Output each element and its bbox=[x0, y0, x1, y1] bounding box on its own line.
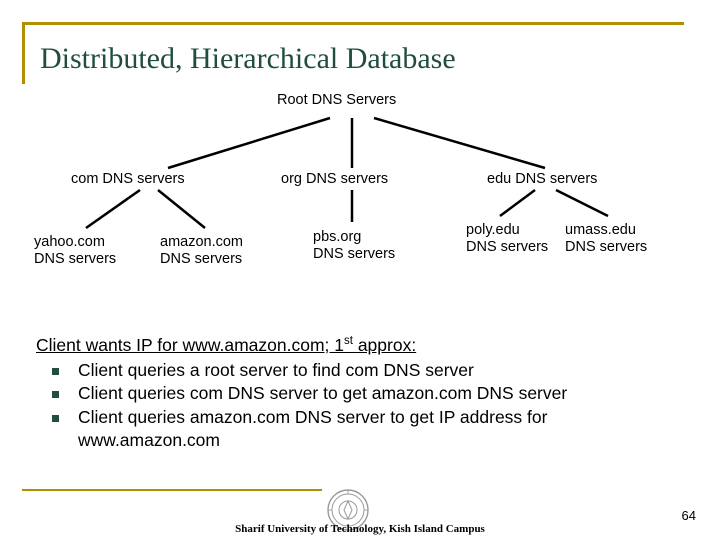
node-amazon-line2: DNS servers bbox=[160, 251, 243, 268]
list-item: Client queries amazon.com DNS server to … bbox=[36, 406, 686, 453]
node-umass-dns-servers: umass.edu DNS servers bbox=[565, 222, 647, 256]
list-item: Client queries com DNS server to get ama… bbox=[36, 382, 686, 405]
node-amazon-line1: amazon.com bbox=[160, 234, 244, 250]
lead-sentence: Client wants IP for www.amazon.com; 1st … bbox=[36, 334, 686, 357]
list-item: Client queries a root server to find com… bbox=[36, 359, 686, 382]
decorative-bottom-rule bbox=[22, 489, 322, 491]
node-poly-line2: DNS servers bbox=[466, 239, 549, 256]
node-umass-line1: umass.edu bbox=[565, 222, 636, 238]
node-pbs-line2: DNS servers bbox=[313, 246, 396, 263]
footer-text: Sharif University of Technology, Kish Is… bbox=[235, 523, 485, 535]
body-content: Client wants IP for www.amazon.com; 1st … bbox=[36, 334, 686, 452]
lead-text-part2: approx: bbox=[352, 335, 417, 355]
node-amazon-dns-servers: amazon.com DNS servers bbox=[160, 234, 243, 268]
lead-text-part1: Client wants IP for www.amazon.com; 1 bbox=[36, 335, 344, 355]
university-seal-icon bbox=[327, 489, 369, 531]
dns-hierarchy-diagram bbox=[85, 116, 609, 230]
node-yahoo-line2: DNS servers bbox=[34, 251, 117, 268]
node-poly-dns-servers: poly.edu DNS servers bbox=[466, 222, 548, 256]
decorative-top-rule bbox=[22, 22, 684, 25]
node-yahoo-dns-servers: yahoo.com DNS servers bbox=[34, 234, 116, 268]
bullet-list: Client queries a root server to find com… bbox=[36, 359, 686, 452]
node-edu-dns-servers: edu DNS servers bbox=[487, 171, 598, 187]
list-item-label: Client queries a root server to find com… bbox=[78, 360, 474, 381]
node-yahoo-line1: yahoo.com bbox=[34, 234, 105, 250]
page-title: Distributed, Hierarchical Database bbox=[40, 42, 456, 75]
page-number: 64 bbox=[681, 508, 696, 523]
node-com-dns-servers: com DNS servers bbox=[71, 171, 185, 187]
decorative-left-rule bbox=[22, 22, 25, 84]
bullet-marker-icon bbox=[52, 414, 59, 422]
node-umass-line2: DNS servers bbox=[565, 239, 648, 256]
bullet-marker-icon bbox=[52, 368, 59, 376]
list-item-label: Client queries amazon.com DNS server to … bbox=[78, 406, 548, 450]
list-item-label: Client queries com DNS server to get ama… bbox=[78, 383, 568, 404]
node-pbs-line1: pbs.org bbox=[313, 229, 362, 245]
node-root-dns-servers: Root DNS Servers bbox=[277, 92, 397, 108]
node-poly-line1: poly.edu bbox=[466, 222, 520, 238]
bullet-marker-icon bbox=[52, 391, 59, 399]
node-org-dns-servers: org DNS servers bbox=[281, 171, 389, 187]
lead-ordinal-suffix: st bbox=[344, 335, 353, 348]
node-pbs-dns-servers: pbs.org DNS servers bbox=[313, 229, 395, 263]
